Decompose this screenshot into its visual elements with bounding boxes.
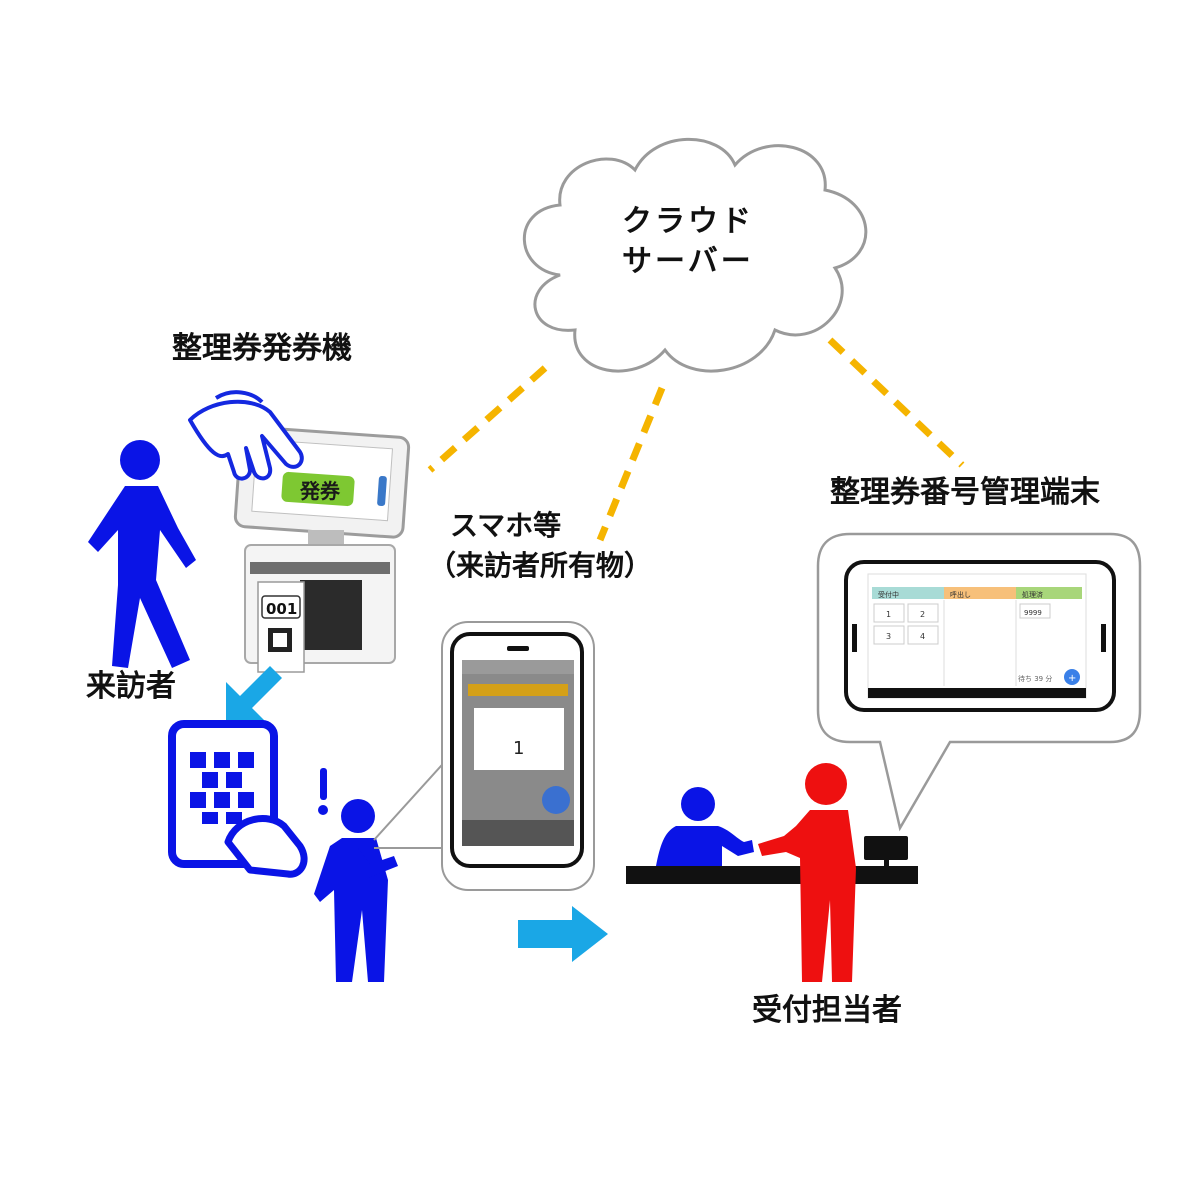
cloud-label-line2: サーバー [622, 244, 754, 279]
terminal-col-called: 呼出し [950, 590, 971, 599]
terminal-waiting-1: 1 [886, 610, 891, 619]
visitor-with-phone-figure [314, 799, 398, 982]
receptionist-label: 受付担当者 [752, 993, 902, 1028]
seated-visitor-figure [656, 787, 754, 866]
kiosk-button-label: 発券 [299, 479, 341, 503]
connection-line-terminal [827, 337, 965, 468]
smartphone-label-line1: スマホ等 [450, 509, 562, 542]
qr-phone-icon [168, 720, 308, 878]
terminal-col-done: 処理済 [1022, 590, 1043, 599]
connection-line-smartphone [596, 386, 666, 542]
pointing-hand-icon [188, 390, 304, 481]
ticket-machine-label: 整理券発券機 [172, 331, 352, 366]
receptionist-figure [758, 763, 856, 982]
visitor-label: 来訪者 [86, 669, 176, 704]
ticket-number: 001 [266, 600, 297, 618]
tablet-mockup [844, 560, 1116, 712]
management-terminal-label: 整理券番号管理端末 [830, 475, 1100, 510]
terminal-done-number: 9999 [1024, 609, 1042, 617]
exclamation-icon [318, 768, 328, 815]
phone-number-display: 1 [513, 738, 524, 759]
terminal-waiting-3: 3 [886, 632, 891, 641]
cloud-label-line1: クラウド [622, 204, 754, 239]
network-connections [427, 337, 965, 542]
smartphone-label-line2: （来訪者所有物） [428, 549, 653, 582]
phone-screen-mockup [450, 632, 584, 868]
arrow-down-left-icon [226, 666, 282, 722]
terminal-fab: + [1068, 673, 1076, 684]
connection-line-kiosk [427, 365, 548, 473]
terminal-waiting-4: 4 [920, 632, 925, 641]
terminal-waiting-2: 2 [920, 610, 925, 619]
arrow-right-icon [518, 906, 608, 962]
cloud-server-icon [522, 137, 868, 373]
terminal-footer-text: 待ち 39 分 [1018, 674, 1052, 683]
terminal-col-waiting: 受付中 [878, 590, 899, 599]
qr-code-pattern [190, 752, 254, 824]
walking-visitor-figure [88, 440, 196, 668]
